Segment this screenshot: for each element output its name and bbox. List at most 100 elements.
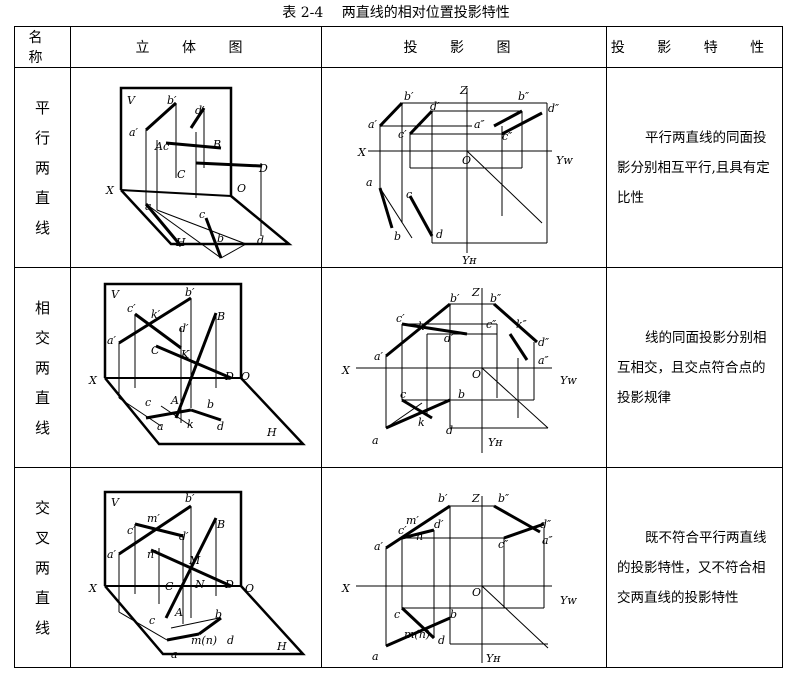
labels: Z X O Yᴡ Yʜ c′ k′ b′ d′ a′ b″ c″ k″ d″ a… <box>341 286 577 449</box>
svg-text:H: H <box>175 236 186 249</box>
svg-text:B: B <box>216 310 225 323</box>
table-number: 表 2-4 <box>282 5 324 21</box>
svg-text:n′: n′ <box>416 530 426 543</box>
svg-text:d′: d′ <box>430 100 440 113</box>
svg-text:b: b <box>217 232 224 245</box>
svg-text:d′: d′ <box>179 322 189 335</box>
svg-text:Z: Z <box>459 84 468 97</box>
svg-text:a: a <box>372 434 379 447</box>
pictorial-diagram: V X b′ c′ k′ d′ a′ B C K D O A c b a k <box>70 267 322 468</box>
svg-text:b′: b′ <box>167 94 177 107</box>
svg-text:X: X <box>105 184 115 197</box>
svg-text:X: X <box>341 364 351 377</box>
header-3d: 立 体 图 <box>70 26 322 68</box>
svg-text:C: C <box>151 344 160 357</box>
svg-text:k′: k′ <box>418 320 428 333</box>
row-name: 平行两直线 <box>14 67 71 268</box>
header-name: 名称 <box>14 26 71 68</box>
svg-text:c″: c″ <box>498 538 509 551</box>
svg-text:c′: c′ <box>163 140 172 153</box>
labels: V X b′ c′ k′ d′ a′ B C K D O A c b a k <box>88 286 277 439</box>
svg-text:k″: k″ <box>516 318 528 331</box>
parallel-pictorial-svg: V X b′ d′ a′ A c′ B C D O a c b d H <box>105 86 293 259</box>
svg-text:A: A <box>174 606 183 619</box>
svg-text:d″: d″ <box>538 336 550 349</box>
svg-text:d′: d′ <box>444 332 454 345</box>
svg-text:V: V <box>111 496 120 509</box>
svg-text:d: d <box>257 234 264 247</box>
svg-text:b: b <box>394 230 401 243</box>
svg-text:m(n): m(n) <box>191 634 217 647</box>
svg-text:d: d <box>446 424 453 437</box>
svg-text:c′: c′ <box>398 128 407 141</box>
svg-text:b′: b′ <box>404 90 414 103</box>
svg-text:d″: d″ <box>540 518 552 531</box>
svg-text:a′: a′ <box>374 540 384 553</box>
svg-text:c′: c′ <box>398 524 407 537</box>
svg-text:a: a <box>157 420 164 433</box>
row-name: 相交两直线 <box>14 267 71 468</box>
svg-text:k′: k′ <box>151 308 161 321</box>
svg-text:d″: d″ <box>548 102 560 115</box>
svg-text:O: O <box>462 154 471 167</box>
svg-text:B: B <box>212 138 221 151</box>
svg-text:H: H <box>276 640 287 653</box>
svg-text:b: b <box>215 608 222 621</box>
svg-text:c: c <box>149 614 155 627</box>
svg-text:a′: a′ <box>129 126 139 139</box>
svg-text:c′: c′ <box>396 312 405 325</box>
svg-text:b″: b″ <box>518 90 530 103</box>
labels: Z X O Yᴡ Yʜ b′ d′ a′ c′ b″ d″ a″ c″ a c … <box>357 84 573 267</box>
svg-text:D: D <box>224 370 234 383</box>
svg-text:m(n): m(n) <box>404 628 430 641</box>
svg-text:b″: b″ <box>498 492 510 505</box>
svg-text:n′: n′ <box>147 548 157 561</box>
header-property: 投 影 特 性 <box>606 26 783 68</box>
svg-text:O: O <box>245 582 254 595</box>
projection-diagram: Z X O Yᴡ Yʜ c′ k′ b′ d′ a′ b″ c″ k″ d″ a… <box>321 267 607 468</box>
svg-text:c′: c′ <box>127 302 136 315</box>
labels: Z X O Yᴡ Yʜ b′ m′ d′ c′ n′ a′ b″ d″ a″ c… <box>341 492 577 665</box>
svg-text:X: X <box>341 582 351 595</box>
svg-text:Yᴡ: Yᴡ <box>560 594 577 607</box>
svg-text:c″: c″ <box>486 318 497 331</box>
svg-text:C: C <box>177 168 186 181</box>
svg-text:a″: a″ <box>538 354 550 367</box>
table-caption: 表 2-4 两直线的相对位置投影特性 <box>0 0 792 26</box>
svg-text:m′: m′ <box>406 514 419 527</box>
svg-text:c: c <box>400 388 406 401</box>
projection-table: 名称 立 体 图 投 影 图 投 影 特 性 平行两直线 <box>14 26 783 668</box>
svg-text:d: d <box>217 420 224 433</box>
header-projection: 投 影 图 <box>321 26 607 68</box>
row-name: 交叉两直线 <box>14 467 71 668</box>
labels: V X b′ d′ a′ A c′ B C D O a c b d H <box>105 94 268 249</box>
svg-text:b″: b″ <box>490 292 502 305</box>
svg-text:a′: a′ <box>107 334 117 347</box>
svg-text:Yʜ: Yʜ <box>462 254 477 267</box>
svg-text:C: C <box>165 580 174 593</box>
svg-text:c′: c′ <box>127 524 136 537</box>
svg-text:b: b <box>207 398 214 411</box>
property-text: 线的同面投影分别相互相交，且交点符合点的投影规律 <box>606 267 783 468</box>
intersecting-projection-svg: Z X O Yᴡ Yʜ c′ k′ b′ d′ a′ b″ c″ k″ d″ a… <box>341 286 577 453</box>
svg-text:b: b <box>458 388 465 401</box>
property-text: 既不符合平行两直线的投影特性，又不符合相交两直线的投影特性 <box>606 467 783 668</box>
svg-text:d: d <box>436 228 443 241</box>
svg-text:b′: b′ <box>450 292 460 305</box>
svg-text:a: a <box>145 200 152 213</box>
svg-text:Z: Z <box>471 492 480 505</box>
svg-text:a′: a′ <box>368 118 378 131</box>
svg-text:c: c <box>199 208 205 221</box>
svg-text:a: a <box>366 176 373 189</box>
svg-text:N: N <box>194 578 205 591</box>
svg-text:V: V <box>111 288 120 301</box>
svg-text:M: M <box>188 554 201 567</box>
svg-text:B: B <box>216 518 225 531</box>
pictorial-diagram: V X b′ m′ c′ d′ a′ n′ B M C N D O A c b <box>70 467 322 668</box>
row-skew: 交叉两直线 V <box>14 467 783 668</box>
property-text: 平行两直线的同面投影分别相互平行,且具有定比性 <box>606 67 783 268</box>
svg-text:X: X <box>88 374 98 387</box>
skew-projection-svg: Z X O Yᴡ Yʜ b′ m′ d′ c′ n′ a′ b″ d″ a″ c… <box>341 492 577 665</box>
svg-text:H: H <box>266 426 277 439</box>
svg-text:d: d <box>438 634 445 647</box>
